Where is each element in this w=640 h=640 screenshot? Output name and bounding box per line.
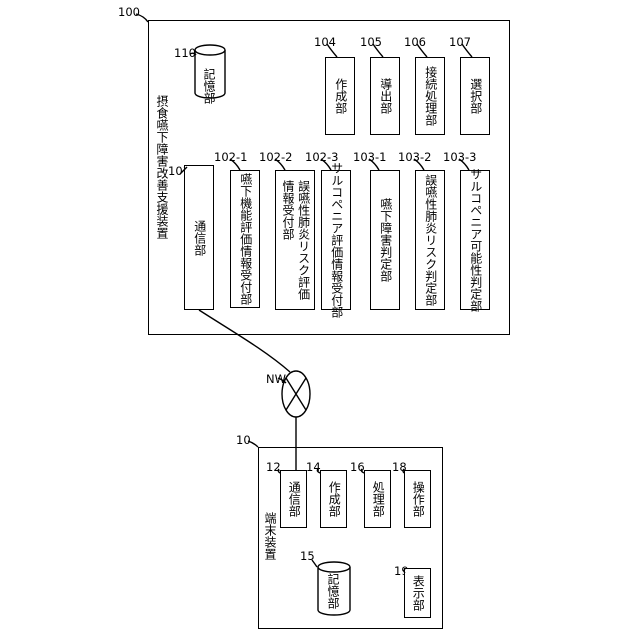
device-storage-cylinder bbox=[195, 45, 225, 98]
terminal-storage-cylinder bbox=[318, 562, 350, 615]
device-network-link bbox=[199, 310, 290, 372]
network-symbol bbox=[282, 371, 310, 417]
storage-110-leader bbox=[190, 53, 196, 55]
device-ref-leader bbox=[136, 14, 148, 22]
